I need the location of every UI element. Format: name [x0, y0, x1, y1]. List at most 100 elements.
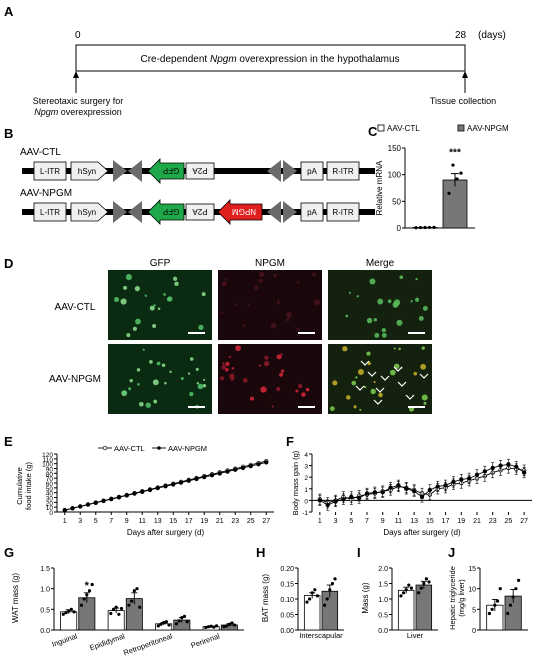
y-tick-label: 0.05	[280, 613, 294, 620]
y-tick-label: 60	[46, 481, 54, 488]
category-label: Perirenal	[190, 631, 222, 650]
y-tick-label: 1.5	[40, 566, 50, 573]
arrowhead-marker	[393, 366, 403, 372]
cell-mark	[195, 367, 199, 371]
data-point	[399, 594, 403, 598]
y-tick-label: 0	[304, 498, 308, 505]
y-axis-label: Mass (g)	[361, 582, 370, 613]
data-point	[227, 622, 231, 626]
ritr-box	[326, 161, 360, 181]
data-point-npgm	[447, 191, 451, 195]
lox-triangle	[267, 160, 281, 182]
data-point	[64, 611, 68, 615]
cell-mark	[144, 294, 147, 297]
cell-mark	[353, 405, 357, 409]
cell-mark	[174, 281, 179, 287]
y-tick-label: 5	[472, 607, 476, 614]
data-point-npgm	[459, 171, 463, 175]
cell-mark	[366, 351, 371, 356]
x-tick-label: 17	[185, 518, 193, 525]
data-point-npgm	[70, 506, 75, 511]
pa-box	[300, 161, 324, 181]
cell-mark	[273, 273, 277, 278]
data-point-npgm	[427, 487, 433, 493]
y-axis-label-line1: Hepatic triglyceride	[448, 566, 457, 630]
bar-aav-npgm	[442, 179, 468, 229]
data-point	[185, 620, 189, 624]
cell-mark	[329, 406, 335, 412]
micrograph-panel	[218, 270, 322, 340]
data-point	[135, 587, 139, 591]
cell-mark	[221, 364, 227, 370]
cell-mark	[345, 314, 349, 318]
ritr-box	[326, 202, 360, 222]
data-point-npgm	[490, 465, 495, 471]
cell-mark	[220, 311, 224, 314]
cell-mark	[259, 364, 262, 367]
data-point-npgm	[364, 491, 370, 496]
cell-mark	[201, 292, 206, 297]
cell-mark	[377, 298, 384, 305]
cell-mark	[135, 318, 141, 325]
data-point-npgm	[147, 487, 153, 493]
data-point	[333, 577, 337, 581]
data-point-npgm	[109, 496, 114, 502]
y-tick-label: 0.00	[280, 628, 294, 635]
y-axis-label: Body mass gain (g)	[291, 450, 300, 515]
hsyn-promoter-arrow	[70, 161, 109, 181]
data-point	[310, 591, 314, 595]
cell-mark	[389, 369, 396, 376]
data-point-npgm	[380, 490, 385, 495]
cell-mark	[418, 316, 424, 321]
x-tick-label: 5	[349, 518, 353, 525]
ritr-label: R-ITR	[332, 167, 354, 176]
construct-aav-ctl: L-ITR hSyn GFP P2A pA R-ITR	[22, 158, 375, 184]
legend-label-npgm: AAV-NPGM	[168, 444, 207, 453]
construct-label-npgm: AAV-NPGM	[20, 188, 72, 199]
cell-mark	[254, 286, 258, 290]
data-point-npgm	[459, 477, 464, 482]
cell-mark	[224, 278, 227, 281]
y-axis-label-line1: Cumulative	[15, 467, 24, 505]
cell-mark	[114, 297, 120, 303]
cell-mark	[263, 360, 270, 367]
cell-mark	[222, 361, 225, 365]
cell-mark	[271, 405, 274, 408]
panel-label-j: J	[448, 545, 455, 560]
data-point-npgm	[233, 467, 238, 472]
cell-mark	[123, 285, 128, 290]
data-point-npgm	[194, 476, 199, 482]
data-point	[313, 588, 317, 592]
data-point-npgm	[209, 473, 215, 478]
data-point-npgm	[264, 460, 269, 465]
data-point	[222, 625, 226, 629]
x-tick-label: 21	[473, 518, 481, 525]
cell-mark	[258, 278, 263, 283]
y-tick-label: 3	[304, 464, 308, 471]
category-label: Inguinal	[51, 631, 79, 649]
p2a-box	[185, 162, 215, 180]
y-tick-label: 100	[388, 171, 402, 180]
data-point-ctl	[414, 226, 418, 230]
cell-mark	[187, 372, 191, 375]
data-point	[495, 599, 500, 603]
cell-mark	[153, 399, 158, 404]
data-point	[67, 609, 71, 613]
data-point-npgm	[451, 163, 455, 167]
y-tick-label: 0.5	[378, 613, 388, 620]
cell-mark	[366, 317, 373, 324]
panel-label-b: B	[4, 126, 13, 141]
y-tick-label: -1	[302, 510, 308, 517]
cell-mark	[421, 346, 425, 350]
y-tick-label: 1.0	[40, 587, 50, 594]
data-point	[424, 577, 429, 581]
cell-mark	[125, 274, 132, 281]
construct-aav-npgm: L-ITR hSyn GFP P2A NPGM pA R-ITR	[22, 199, 375, 225]
micrograph-panel	[328, 270, 432, 340]
cell-mark	[421, 394, 428, 401]
timeline-end-day: 28	[455, 30, 467, 41]
cell-mark	[196, 382, 200, 385]
